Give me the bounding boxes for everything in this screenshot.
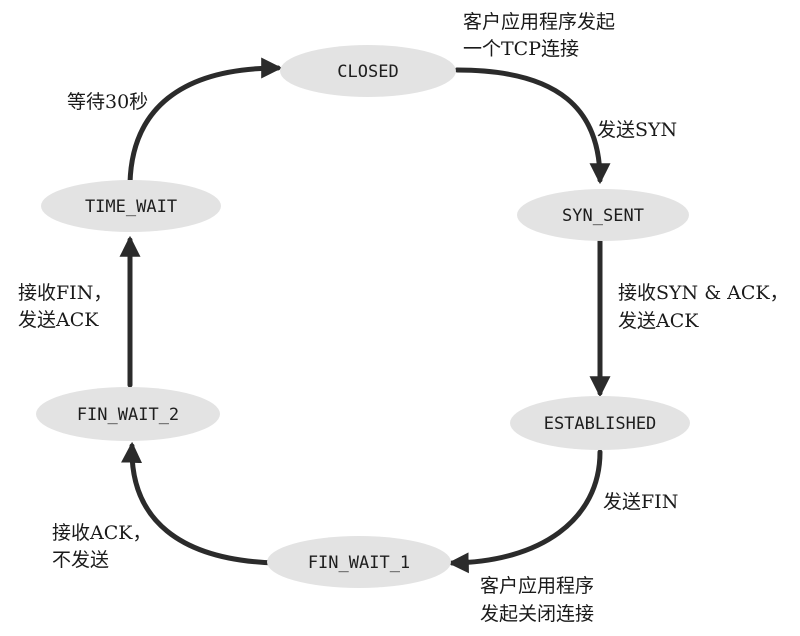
- transition-labels: 客户应用程序发起 一个TCP连接 发送SYN 接收SYN & ACK， 发送AC…: [18, 11, 789, 625]
- arrow-established-to-fin-wait-1: [447, 449, 603, 574]
- label-client-close-line-2: 发起关闭连接: [480, 603, 594, 625]
- label-recv-ack-line-1: 接收ACK，: [52, 522, 151, 544]
- arrow-closed-to-syn-sent: [454, 67, 611, 185]
- state-fin-wait-2-shape: [36, 387, 220, 441]
- label-client-connect-line-1: 客户应用程序发起: [463, 11, 615, 33]
- label-recv-fin-line-1: 接收FIN，: [18, 282, 112, 304]
- state-time-wait-shape: [41, 180, 221, 232]
- label-recv-synack-line-1: 接收SYN & ACK，: [618, 282, 789, 304]
- label-recv-ack-line-2: 不发送: [52, 549, 109, 571]
- state-closed: CLOSED: [280, 45, 456, 97]
- state-syn-sent: SYN_SENT: [517, 189, 689, 241]
- state-fin-wait-1-shape: [267, 536, 451, 588]
- state-time-wait-label: TIME_WAIT: [85, 197, 177, 217]
- label-recv-fin-line-2: 发送ACK: [18, 309, 99, 331]
- state-established: ESTABLISHED: [510, 396, 690, 450]
- label-client-connect-line-2: 一个TCP连接: [463, 38, 579, 60]
- state-syn-sent-label: SYN_SENT: [562, 206, 644, 226]
- arrow-time-wait-to-closed: [127, 57, 283, 186]
- state-closed-shape: [280, 45, 456, 97]
- transition-arrows: [119, 57, 611, 574]
- state-fin-wait-2: FIN_WAIT_2: [36, 387, 220, 441]
- state-established-label: ESTABLISHED: [544, 414, 657, 434]
- label-wait-30s: 等待30秒: [67, 91, 148, 113]
- label-send-syn: 发送SYN: [597, 119, 677, 141]
- label-client-close-line-1: 客户应用程序: [480, 575, 594, 597]
- state-closed-label: CLOSED: [337, 62, 398, 82]
- state-syn-sent-shape: [517, 189, 689, 241]
- state-time-wait: TIME_WAIT: [41, 180, 221, 232]
- arrow-fin-wait-1-to-fin-wait-2: [121, 441, 278, 566]
- state-established-shape: [510, 396, 690, 450]
- state-fin-wait-2-label: FIN_WAIT_2: [77, 405, 179, 425]
- label-recv-synack-line-2: 发送ACK: [618, 310, 699, 332]
- label-send-fin: 发送FIN: [603, 491, 678, 513]
- state-fin-wait-1-label: FIN_WAIT_1: [308, 553, 410, 573]
- state-fin-wait-1: FIN_WAIT_1: [267, 536, 451, 588]
